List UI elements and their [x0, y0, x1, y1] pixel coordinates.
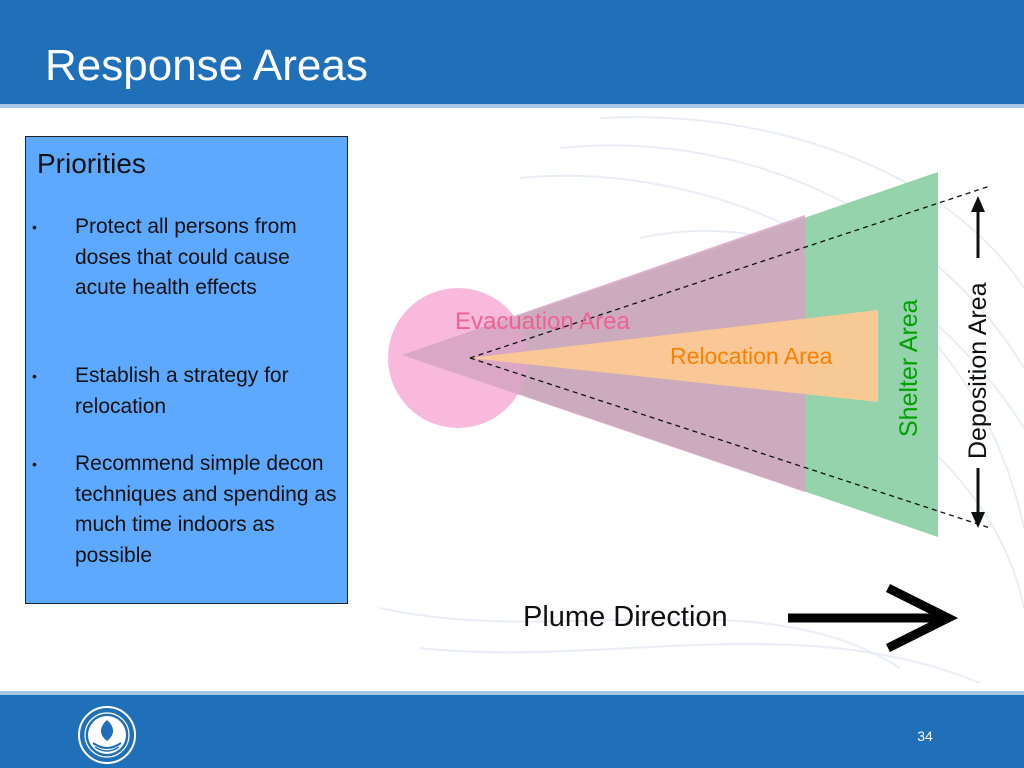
evacuation-area-label: Evacuation Area [455, 308, 630, 335]
priority-text: Recommend simple decon techniques and sp… [75, 452, 337, 567]
plume-direction-arrow [788, 583, 959, 653]
priorities-panel: Priorities • Protect all persons from do… [25, 136, 348, 604]
deposition-area-label: Deposition Area [964, 282, 992, 459]
footer-rule [0, 691, 1024, 695]
title-bar [0, 0, 1024, 104]
priority-text: Protect all persons from doses that coul… [75, 215, 297, 299]
priority-text: Establish a strategy for relocation [75, 364, 289, 418]
page-number: 34 [917, 728, 933, 744]
plume-direction-label: Plume Direction [523, 601, 728, 633]
bullet-dot: • [32, 456, 37, 472]
bullet-dot: • [32, 219, 37, 235]
relocation-area-label: Relocation Area [670, 343, 833, 369]
priority-item: • Protect all persons from doses that co… [32, 212, 342, 304]
deposition-extent-arrow [971, 196, 985, 528]
bullet-dot: • [32, 368, 37, 384]
deposition-area-shape [469, 185, 991, 529]
priority-item: • Establish a strategy for relocation [32, 361, 342, 423]
slide-title: Response Areas [45, 41, 368, 90]
priorities-heading: Priorities [37, 148, 146, 179]
epa-seal-icon [78, 706, 136, 764]
priority-item: • Recommend simple decon techniques and … [32, 449, 342, 573]
footer-bar [0, 695, 1024, 768]
title-bar-rule [0, 104, 1024, 108]
relocation-area-shape [470, 310, 878, 402]
shelter-area-label: Shelter Area [895, 299, 923, 437]
